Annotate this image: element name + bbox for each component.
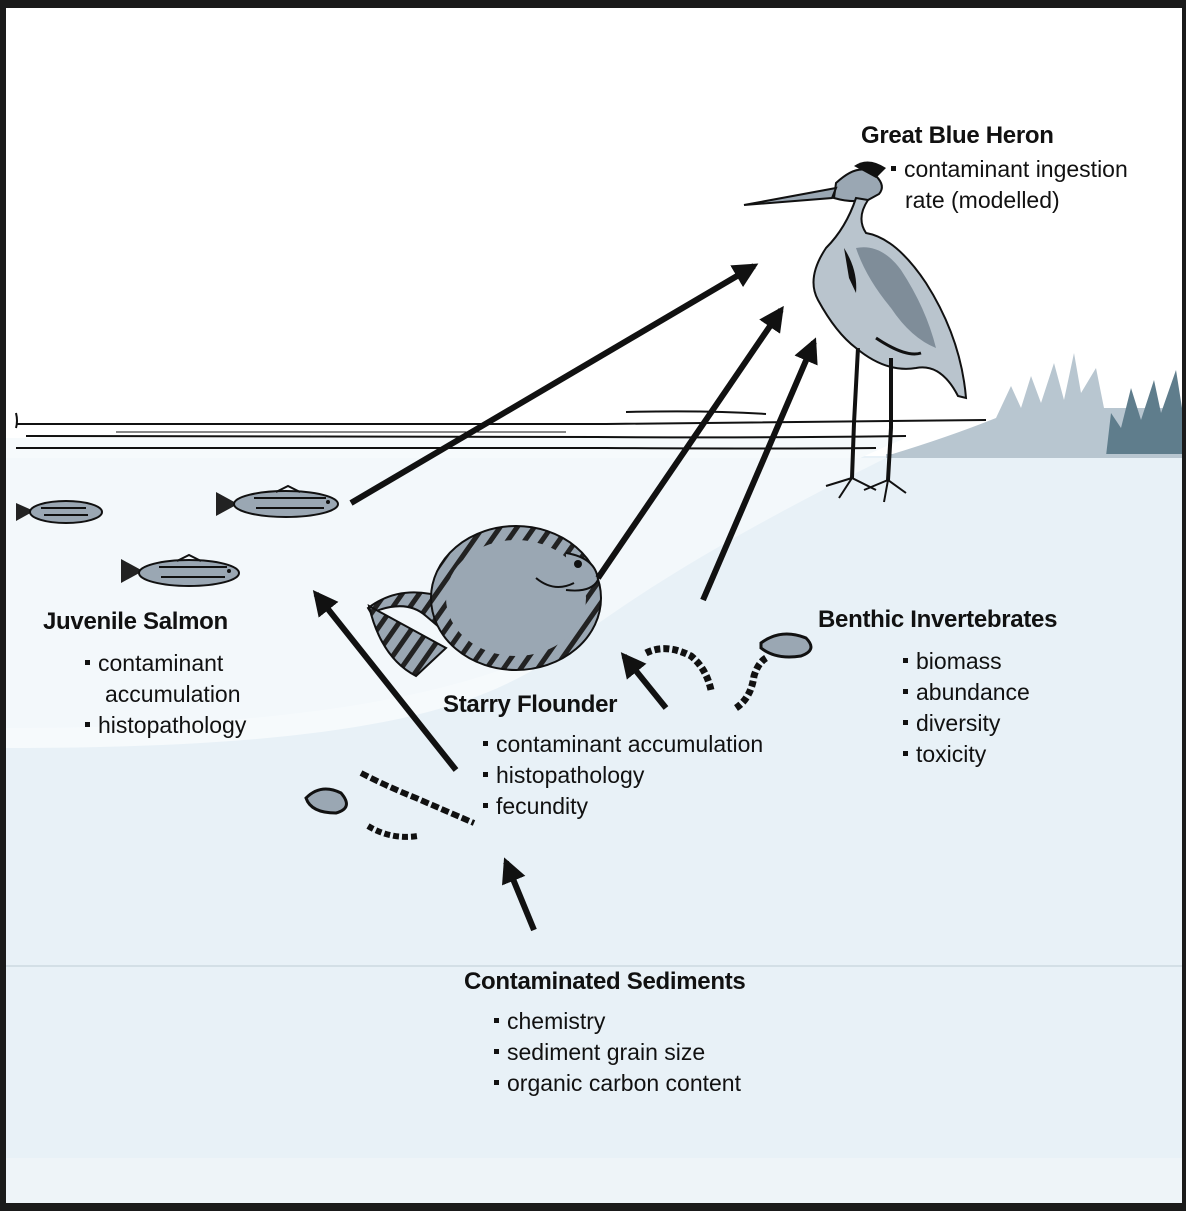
- heron-item-1: rate (modelled): [905, 185, 1128, 216]
- bullet-icon: [903, 658, 908, 663]
- benthic-item: abundance: [903, 677, 1057, 708]
- bottom-band: [6, 1158, 1186, 1211]
- bullet-icon: [903, 720, 908, 725]
- bullet-icon: [903, 689, 908, 694]
- benthic-label: Benthic Invertebrates biomass abundance …: [818, 606, 1057, 770]
- benthic-list: biomass abundance diversity toxicity: [903, 646, 1057, 770]
- salmon-item-1: accumulation: [105, 679, 246, 710]
- sediments-item: organic carbon content: [494, 1068, 745, 1099]
- heron-label: Great Blue Heron contaminant ingestion r…: [861, 122, 1128, 216]
- sediments-title: Contaminated Sediments: [464, 968, 745, 996]
- heron-title: Great Blue Heron: [861, 122, 1128, 150]
- benthic-item: biomass: [903, 646, 1057, 677]
- bullet-icon: [891, 166, 896, 171]
- salmon-item-0: contaminant: [85, 648, 246, 679]
- flounder-title: Starry Flounder: [443, 691, 763, 719]
- heron-item-0: contaminant ingestion: [891, 154, 1128, 185]
- benthic-title: Benthic Invertebrates: [818, 606, 1057, 634]
- benthic-item: toxicity: [903, 739, 1057, 770]
- bullet-icon: [483, 803, 488, 808]
- sediments-item: chemistry: [494, 1006, 745, 1037]
- bullet-icon: [903, 751, 908, 756]
- salmon-label: Juvenile Salmon contaminant accumulation…: [43, 608, 246, 741]
- bullet-icon: [494, 1018, 499, 1023]
- benthic-item: diversity: [903, 708, 1057, 739]
- flounder-label: Starry Flounder contaminant accumulation…: [443, 691, 763, 822]
- bullet-icon: [85, 660, 90, 665]
- salmon-item-2: histopathology: [85, 710, 246, 741]
- bullet-icon: [483, 741, 488, 746]
- flounder-item: histopathology: [483, 760, 763, 791]
- sediments-label: Contaminated Sediments chemistry sedimen…: [464, 968, 745, 1099]
- flounder-list: contaminant accumulation histopathology …: [483, 729, 763, 822]
- flounder-item: fecundity: [483, 791, 763, 822]
- salmon-title: Juvenile Salmon: [43, 608, 246, 636]
- bullet-icon: [483, 772, 488, 777]
- sediments-list: chemistry sediment grain size organic ca…: [494, 1006, 745, 1099]
- bullet-icon: [85, 722, 90, 727]
- flounder-item: contaminant accumulation: [483, 729, 763, 760]
- bullet-icon: [494, 1080, 499, 1085]
- bullet-icon: [494, 1049, 499, 1054]
- sediments-item: sediment grain size: [494, 1037, 745, 1068]
